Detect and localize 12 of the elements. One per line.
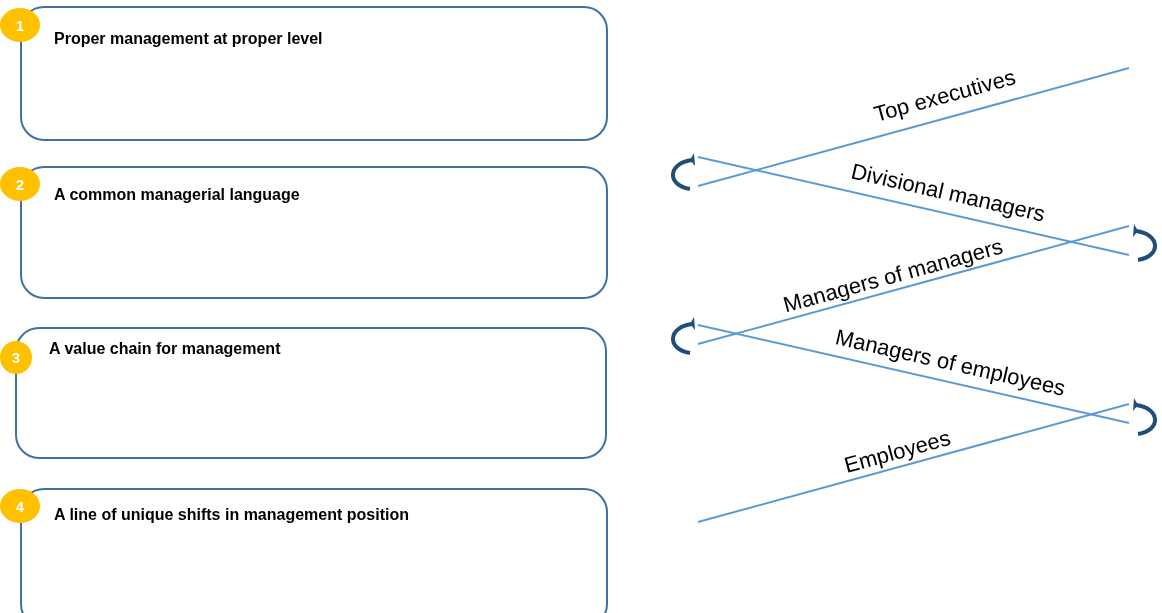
level-label: Divisional managers (848, 158, 1048, 228)
card-title: A line of unique shifts in management position (54, 506, 409, 524)
card-title: A common managerial language (54, 186, 300, 204)
number-badge: 2 (0, 167, 40, 201)
card-title: Proper management at proper level (54, 30, 323, 48)
level-label: Managers of managers (780, 233, 1006, 319)
card-title: A value chain for management (49, 340, 281, 358)
level-label: Top executives (871, 64, 1019, 128)
number-badge: 4 (0, 489, 40, 523)
level-label: Managers of employees (832, 324, 1068, 402)
number-badge: 1 (0, 8, 40, 42)
number-badge: 3 (0, 341, 32, 374)
